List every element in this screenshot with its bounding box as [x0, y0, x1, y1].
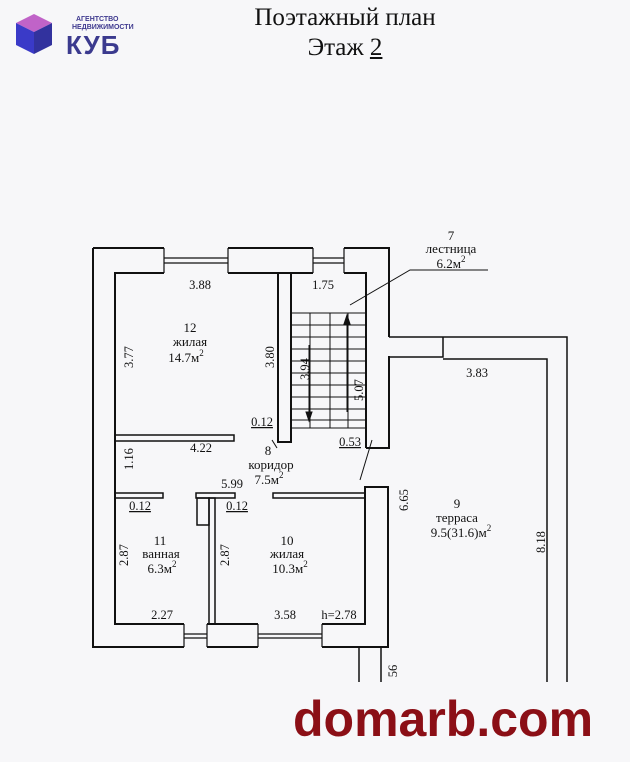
room-8-name: коридор — [248, 457, 293, 472]
leader-053 — [359, 439, 373, 481]
room-12-area: 14.7м2 — [168, 348, 203, 365]
window-top-2 — [312, 248, 345, 273]
window-bottom-2 — [257, 624, 323, 647]
arrow-down-head — [305, 411, 313, 423]
plan-title: Поэтажный план — [254, 4, 436, 31]
window-bottom-1 — [183, 624, 208, 647]
room-9-number: 9 — [454, 496, 461, 511]
logo: АГЕНТСТВО НЕДВИЖИМОСТИ КУБ — [14, 12, 134, 60]
terrace-lower-lines — [358, 647, 382, 682]
dim-422: 4.22 — [190, 441, 212, 455]
watermark: domarb.com — [293, 691, 594, 747]
arrow-up-head — [343, 313, 351, 325]
dim-56: 56 — [386, 665, 400, 678]
terrace-outline — [389, 336, 568, 682]
logo-realty-label: НЕДВИЖИМОСТИ — [72, 24, 134, 31]
room-10-area: 10.3м2 — [272, 559, 307, 576]
floor-number: 2 — [369, 34, 383, 61]
dim-053: 0.53 — [339, 435, 361, 449]
dim-358: 3.58 — [274, 608, 296, 622]
logo-agency-label: АГЕНТСТВО — [76, 16, 119, 23]
leader-stairs — [349, 269, 488, 306]
dim-227: 2.27 — [151, 608, 173, 622]
window-top-1 — [163, 248, 229, 273]
ceiling-height: h=2.78 — [321, 608, 356, 622]
dim-287-a: 2.87 — [117, 544, 131, 566]
room-7-name: лестница — [426, 241, 477, 256]
dim-818: 8.18 — [534, 531, 548, 553]
room-8-area: 7.5м2 — [255, 470, 284, 487]
cube-logo-icon — [16, 14, 52, 54]
room-10-name: жилая — [269, 546, 304, 561]
room-12-name: жилая — [172, 334, 207, 349]
room-12-number: 12 — [184, 320, 197, 335]
dim-380: 3.80 — [263, 346, 277, 368]
partition-11-10 — [208, 497, 216, 625]
staircase — [271, 269, 488, 481]
dim-116: 1.16 — [122, 448, 136, 470]
dim-012-c: 0.12 — [226, 499, 248, 513]
floor-label: Этаж — [307, 34, 364, 61]
stair-grid — [291, 312, 366, 429]
room-10-number: 10 — [281, 533, 294, 548]
room-11-name: ванная — [142, 546, 179, 561]
dim-287-b: 2.87 — [218, 544, 232, 566]
room-7-number: 7 — [448, 228, 455, 243]
room-8-number: 8 — [265, 443, 272, 458]
dim-377: 3.77 — [122, 346, 136, 368]
room-11-area: 6.3м2 — [148, 559, 177, 576]
room-9-area: 9.5(31.6)м2 — [431, 523, 491, 540]
room-11-number: 11 — [154, 533, 167, 548]
dim-665: 6.65 — [397, 489, 411, 511]
partition-10-corridor — [272, 492, 366, 499]
partition-11-corridor — [114, 492, 164, 499]
dim-012-a: 0.12 — [251, 415, 273, 429]
dim-175: 1.75 — [312, 278, 334, 292]
exterior-wall-outline — [92, 247, 390, 648]
walls — [92, 247, 568, 682]
dim-394: 3.94 — [298, 357, 312, 380]
interior-wall-stairs — [277, 272, 292, 443]
dim-383: 3.83 — [466, 366, 488, 380]
partition-12-corridor — [114, 434, 235, 442]
dim-388: 3.88 — [189, 278, 211, 292]
room-7-area: 6.2м2 — [437, 254, 466, 271]
dim-599: 5.99 — [221, 477, 243, 491]
floor-title: Этаж 2 — [30, 34, 630, 62]
room-9-name: терраса — [436, 510, 478, 525]
leader-012 — [271, 439, 278, 449]
dim-012-b: 0.12 — [129, 499, 151, 513]
dim-507: 5.07 — [352, 379, 366, 401]
logo-name: КУБ — [66, 30, 121, 60]
shaft-box — [196, 497, 210, 526]
